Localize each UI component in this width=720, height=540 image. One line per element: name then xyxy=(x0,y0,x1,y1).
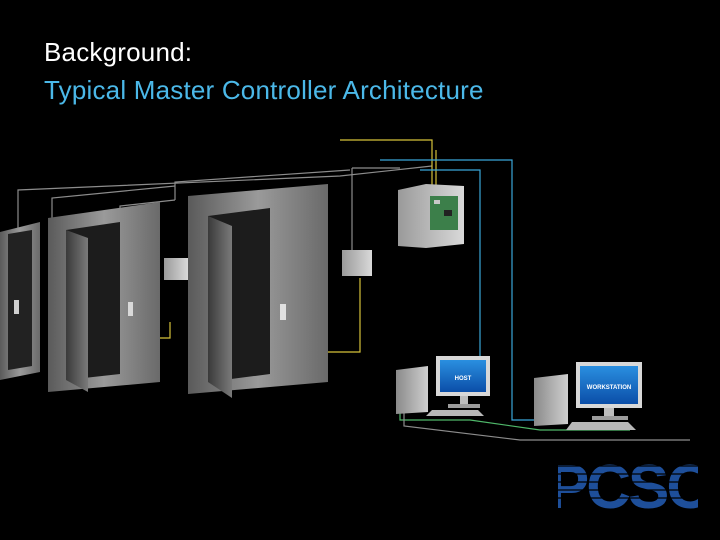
door-1 xyxy=(0,222,40,380)
card-reader-3 xyxy=(280,304,286,320)
workstation-screen-label: WORKSTATION xyxy=(587,385,631,391)
slide-subtitle: Typical Master Controller Architecture xyxy=(44,75,484,105)
workstation-keyboard xyxy=(566,422,636,430)
master-controller xyxy=(398,184,464,248)
workstation-computer: WORKSTATION xyxy=(534,362,642,430)
door-interface-module xyxy=(342,250,372,276)
host-tower xyxy=(396,366,428,414)
host-computer: HOST xyxy=(396,356,490,416)
host-keyboard xyxy=(426,410,484,416)
door-2 xyxy=(48,202,160,392)
pcsc-logo: PCSC xyxy=(558,453,698,518)
door-3 xyxy=(188,184,328,398)
junction-box xyxy=(164,258,188,280)
logo-stripes xyxy=(558,465,698,499)
network-wiring xyxy=(17,139,690,441)
slide-title: Background: xyxy=(44,37,193,67)
card-reader-1 xyxy=(14,300,19,314)
host-screen-label: HOST xyxy=(455,376,472,382)
logo-text: PCSC xyxy=(558,453,698,518)
workstation-tower xyxy=(534,374,568,426)
card-reader-2 xyxy=(128,302,133,316)
